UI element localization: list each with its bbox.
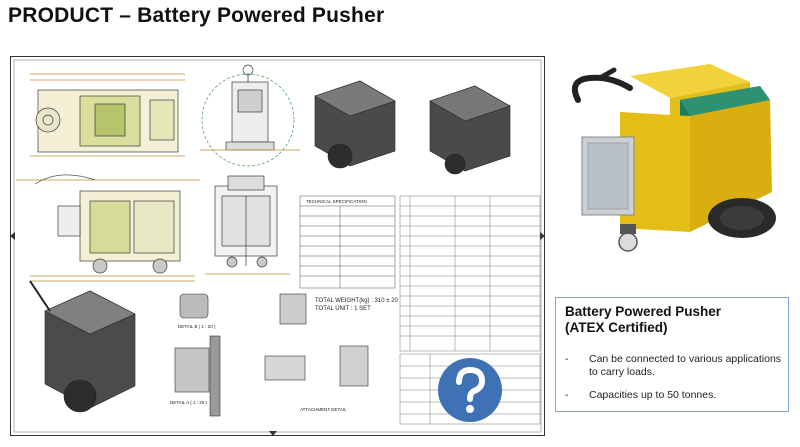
detail-views [174, 293, 369, 417]
attachment-label: ATTACHMENT DETAIL [300, 407, 347, 412]
isometric-views [29, 80, 511, 413]
detail-a-label: DETAIL A ( 1 : 20 ) [170, 400, 208, 405]
side-view [16, 174, 200, 282]
product-card: Battery Powered Pusher (ATEX Certified) … [555, 297, 789, 412]
engineering-drawing: TECHNICAL SPECIFICATION TOTAL WEIGHT(kg)… [10, 56, 545, 436]
detail-b-label: DETAIL B ( 1 : 20 ) [178, 324, 216, 329]
feature-item: - Can be connected to various application… [565, 353, 785, 379]
bullet-marker: - [565, 389, 569, 401]
total-unit: TOTAL UNIT : 1 SET [315, 306, 371, 312]
feature-text: Capacities up to 50 tonnes. [589, 389, 717, 401]
page-title: PRODUCT – Battery Powered Pusher [8, 4, 385, 27]
rear-view [205, 175, 290, 275]
card-title: Battery Powered Pusher (ATEX Certified) [565, 304, 785, 336]
front-view [200, 64, 300, 167]
spec-table [299, 195, 396, 289]
feature-text: Can be connected to various applications… [589, 353, 782, 378]
spec-header: TECHNICAL SPECIFICATION [306, 199, 367, 204]
top-view [30, 73, 185, 157]
total-weight: TOTAL WEIGHT(kg) : 310 ± 20 [315, 298, 399, 304]
product-photo [572, 64, 776, 252]
bullet-marker: - [565, 353, 569, 365]
question-mark-icon[interactable] [437, 357, 503, 423]
card-title-line1: Battery Powered Pusher [565, 304, 722, 319]
feature-item: - Capacities up to 50 tonnes. [565, 389, 785, 402]
feature-list: - Can be connected to various application… [565, 353, 785, 412]
card-title-line2: (ATEX Certified) [565, 320, 668, 335]
